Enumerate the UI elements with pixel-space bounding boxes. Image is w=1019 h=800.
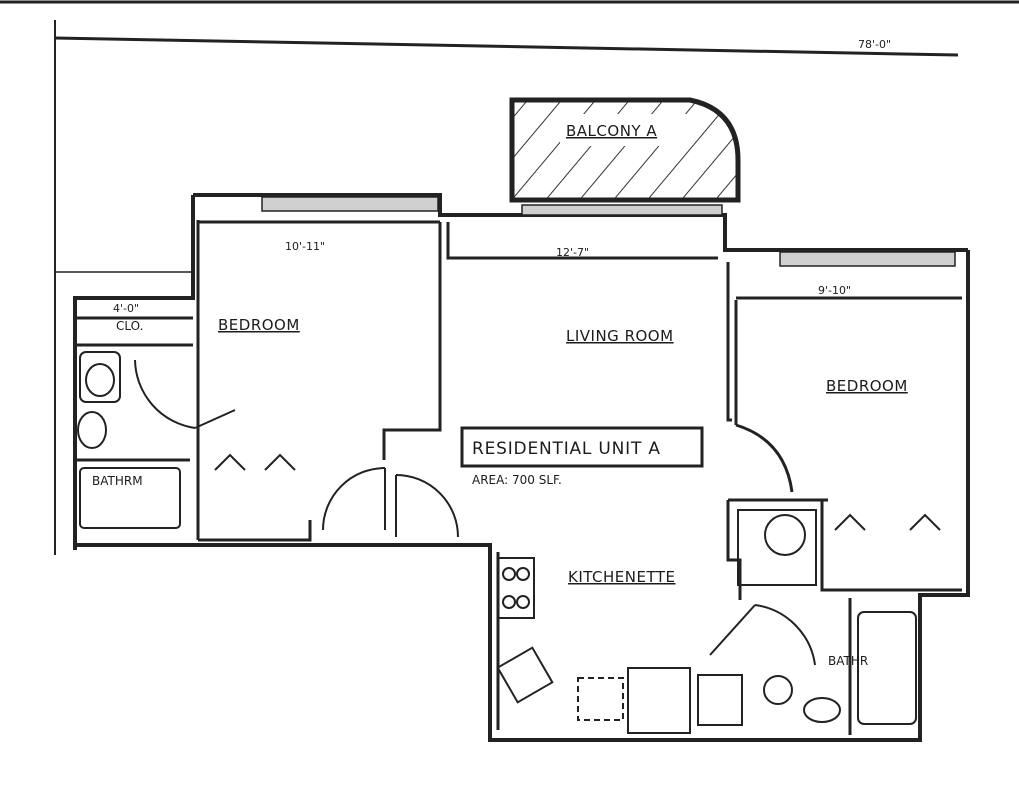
- unit-title-box: [460, 426, 704, 468]
- closet-label: CLO.: [116, 319, 143, 333]
- unit-title: RESIDENTIAL UNIT A: [472, 439, 661, 459]
- bathroom-right-label: BATHR: [828, 654, 868, 668]
- interior-walls: [75, 220, 962, 735]
- balcony-label: BALCONY A: [566, 122, 657, 140]
- unit-area: AREA: 700 SLF.: [472, 473, 562, 487]
- kitchenette-label: KITCHENETTE: [568, 568, 676, 586]
- living-room-label: LIVING ROOM: [566, 327, 674, 345]
- bedroom-left-label: BEDROOM: [218, 316, 300, 334]
- overall-dimension-label: 78'-0": [858, 38, 891, 51]
- bedroom-right-label: BEDROOM: [826, 377, 908, 395]
- bedroom-left-dimension: 10'-11": [285, 240, 325, 253]
- closet-dimension: 4'-0": [113, 302, 139, 315]
- bathroom-left-label: BATHRM: [92, 474, 143, 488]
- overall-dimension-line: [54, 20, 959, 555]
- windows: [261, 196, 956, 267]
- balcony: [509, 97, 741, 203]
- fixtures: [77, 351, 917, 734]
- doors: [134, 359, 941, 666]
- bedroom-right-dimension: 9'-10": [818, 284, 851, 297]
- living-room-dimension: 12'-7": [556, 246, 589, 259]
